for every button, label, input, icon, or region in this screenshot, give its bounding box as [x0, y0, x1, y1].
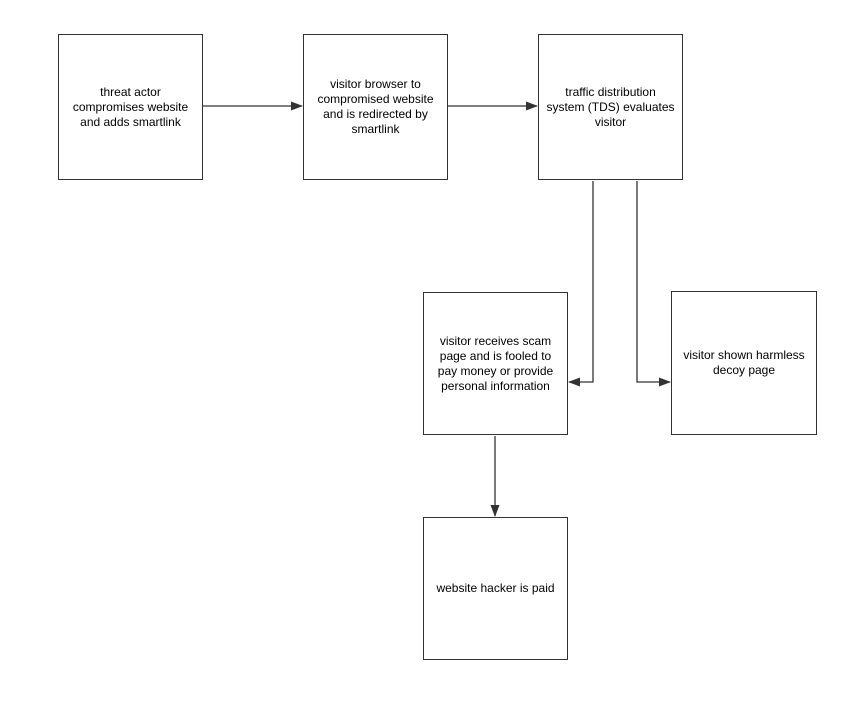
node-hacker-paid: website hacker is paid: [423, 517, 568, 660]
node-visitor-redirect: visitor browser to compromised website a…: [303, 34, 448, 180]
node-hacker-paid-label: website hacker is paid: [436, 581, 555, 595]
edge-tds-to-scam-page: [568, 181, 594, 387]
node-threat-actor: threat actor compromises website and add…: [58, 34, 203, 180]
node-decoy-page-label: visitor shown harmless decoy page: [683, 348, 805, 377]
edge-tds-to-decoy-page: [636, 181, 671, 387]
node-decoy-page: visitor shown harmless decoy page: [671, 291, 817, 435]
node-scam-page: visitor receives scam page and is fooled…: [423, 292, 568, 435]
node-visitor-redirect-label: visitor browser to compromised website a…: [317, 77, 434, 136]
node-scam-page-label: visitor receives scam page and is fooled…: [437, 333, 554, 393]
node-tds: traffic distribution system (TDS) evalua…: [538, 34, 683, 180]
node-threat-actor-label: threat actor compromises website and add…: [72, 84, 189, 129]
node-tds-label: traffic distribution system (TDS) evalua…: [546, 84, 675, 129]
